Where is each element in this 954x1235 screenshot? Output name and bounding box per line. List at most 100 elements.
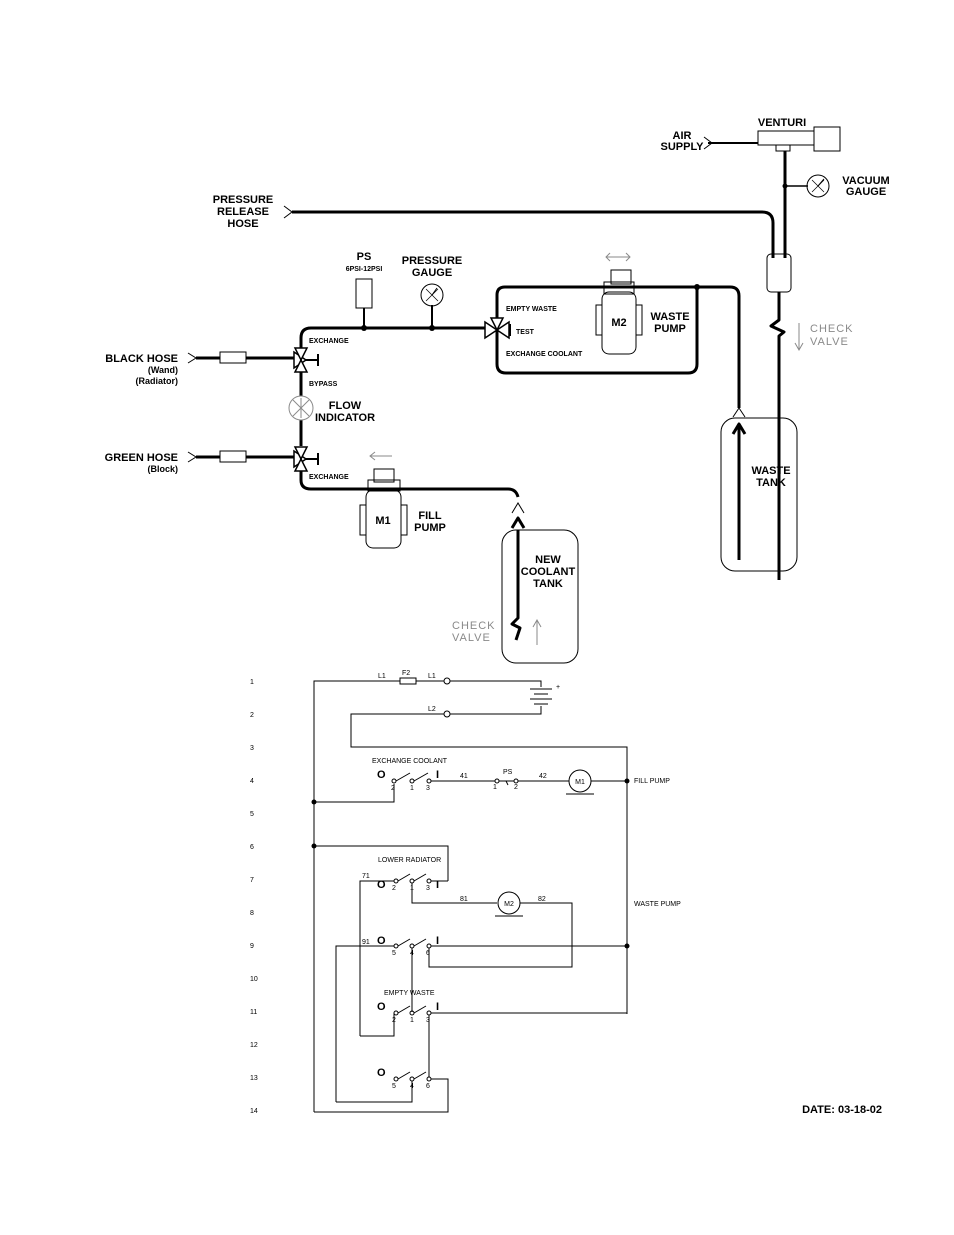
bypass-label: BYPASS xyxy=(309,381,338,388)
check-valve-bottom-label-1: CHECK xyxy=(452,620,496,632)
exchange-upper-label: EXCHANGE xyxy=(309,338,349,345)
ps-switch-label: PS xyxy=(503,769,513,776)
terminal-label: 2 xyxy=(514,784,518,791)
new-coolant-tank-label-1: NEW xyxy=(535,554,561,566)
new-coolant-tank xyxy=(501,529,579,664)
terminal-label: 2 xyxy=(391,785,395,792)
ps-label: PS xyxy=(357,251,372,263)
l1b-label: L1 xyxy=(428,673,436,680)
switch-i-label: I xyxy=(436,769,439,781)
venturi-label: VENTURI xyxy=(758,117,806,129)
terminal-label: 2 xyxy=(392,885,396,892)
terminal-label: 3 xyxy=(426,1017,430,1024)
check-valve-top-label-1: CHECK xyxy=(810,323,854,335)
line-number: 5 xyxy=(250,811,254,818)
line-numbers: 1 2 3 4 5 6 7 8 9 10 11 12 13 14 xyxy=(250,679,258,1115)
m1-motor-label: M1 xyxy=(575,779,585,786)
lower-radiator-switch-label: LOWER RADIATOR xyxy=(378,857,441,864)
line-number: 12 xyxy=(250,1042,258,1049)
terminal-label: 6 xyxy=(426,1083,430,1090)
l2-label: L2 xyxy=(428,706,436,713)
l1-label: L1 xyxy=(378,673,386,680)
switch-o-label: O xyxy=(377,1067,386,1079)
pressure-release-label-1: PRESSURE xyxy=(213,194,274,206)
exchange-coolant-switch-label: EXCHANGE COOLANT xyxy=(372,758,448,765)
waste-pump-label-2: PUMP xyxy=(654,323,686,335)
terminal-label: 2 xyxy=(392,1017,396,1024)
black-hose-label: BLACK HOSE xyxy=(105,353,178,365)
line-number: 7 xyxy=(250,877,254,884)
switch-i-label: I xyxy=(436,935,439,947)
plus-label: + xyxy=(556,684,560,691)
battery-icon xyxy=(530,688,552,705)
flow-indicator-label-2: INDICATOR xyxy=(315,412,375,424)
wire-42-label: 42 xyxy=(539,773,547,780)
venturi xyxy=(703,126,841,152)
waste-tank-label-2: TANK xyxy=(756,477,786,489)
green-hose-label: GREEN HOSE xyxy=(105,452,178,464)
line-number: 3 xyxy=(250,745,254,752)
m2-pump xyxy=(595,252,643,355)
vacuum-gauge-label-2: GAUGE xyxy=(846,186,886,198)
radiator-label: (Radiator) xyxy=(136,376,179,386)
new-coolant-tank-label-2: COOLANT xyxy=(521,566,576,578)
plumbing-diagram: VENTURI AIR SUPPLY VACUUM GAUGE PRESSURE… xyxy=(105,117,890,664)
three-way-valve-black-icon xyxy=(293,347,319,373)
ps-range-label: 6PSI-12PSI xyxy=(346,266,383,273)
line-number: 2 xyxy=(250,712,254,719)
wand-label: (Wand) xyxy=(148,365,178,375)
terminal-label: 5 xyxy=(392,1083,396,1090)
check-valve-bottom-label-2: VALVE xyxy=(452,632,491,644)
date-label: DATE: 03-18-02 xyxy=(802,1104,882,1116)
terminal-label: 1 xyxy=(410,785,414,792)
switch-i-label: I xyxy=(436,1001,439,1013)
wire-82-label: 82 xyxy=(538,896,546,903)
empty-waste-switch-label: EMPTY WASTE xyxy=(384,990,435,997)
flow-indicator-label-1: FLOW xyxy=(329,400,362,412)
three-way-valve-test-icon xyxy=(484,317,511,340)
wire-81-label: 81 xyxy=(460,896,468,903)
waste-pump-wire-label: WASTE PUMP xyxy=(634,901,681,908)
fuse-f2 xyxy=(399,677,417,685)
empty-waste-label: EMPTY WASTE xyxy=(506,306,557,313)
filter-canister xyxy=(766,253,792,293)
test-label: TEST xyxy=(516,329,535,336)
pressure-switch xyxy=(355,278,373,309)
waste-tank-label-1: WASTE xyxy=(751,465,790,477)
waste-pump-label-1: WASTE xyxy=(650,311,689,323)
switch-o-label: O xyxy=(377,935,386,947)
terminal-label: 6 xyxy=(426,950,430,957)
line-number: 9 xyxy=(250,943,254,950)
block-label: (Block) xyxy=(147,464,178,474)
line-number: 13 xyxy=(250,1075,258,1082)
pressure-release-label-2: RELEASE xyxy=(217,206,269,218)
m1-label: M1 xyxy=(375,515,390,527)
m2-label: M2 xyxy=(611,317,626,329)
check-valve-top-icon xyxy=(794,323,804,352)
waste-tank xyxy=(720,417,798,572)
wire-41-label: 41 xyxy=(460,773,468,780)
terminal-label: 3 xyxy=(426,785,430,792)
switch-o-label: O xyxy=(377,769,386,781)
air-supply-label-1: AIR xyxy=(673,130,692,142)
terminal-label: 1 xyxy=(493,784,497,791)
m2-motor-label: M2 xyxy=(504,901,514,908)
fill-pump-wire-label: FILL PUMP xyxy=(634,778,670,785)
fill-pump-label-2: PUMP xyxy=(414,522,446,534)
f2-label: F2 xyxy=(402,670,410,677)
air-supply-label-2: SUPPLY xyxy=(660,141,704,153)
wire-71-label: 71 xyxy=(362,873,370,880)
terminal-label: 3 xyxy=(426,885,430,892)
switch-o-label: O xyxy=(377,879,386,891)
fill-pump-label-1: FILL xyxy=(418,510,441,522)
line-number: 4 xyxy=(250,778,254,785)
flow-indicator-icon xyxy=(288,395,314,421)
check-valve-bottom-icon xyxy=(532,618,542,645)
line-number: 6 xyxy=(250,844,254,851)
line-number: 10 xyxy=(250,976,258,983)
electrical-schematic: 1 2 3 4 5 6 7 8 9 10 11 12 13 14 L1 F2 L… xyxy=(250,670,681,1115)
check-valve-top-label-2: VALVE xyxy=(810,336,849,348)
exchange-lower-label: EXCHANGE xyxy=(309,474,349,481)
line-number: 8 xyxy=(250,910,254,917)
